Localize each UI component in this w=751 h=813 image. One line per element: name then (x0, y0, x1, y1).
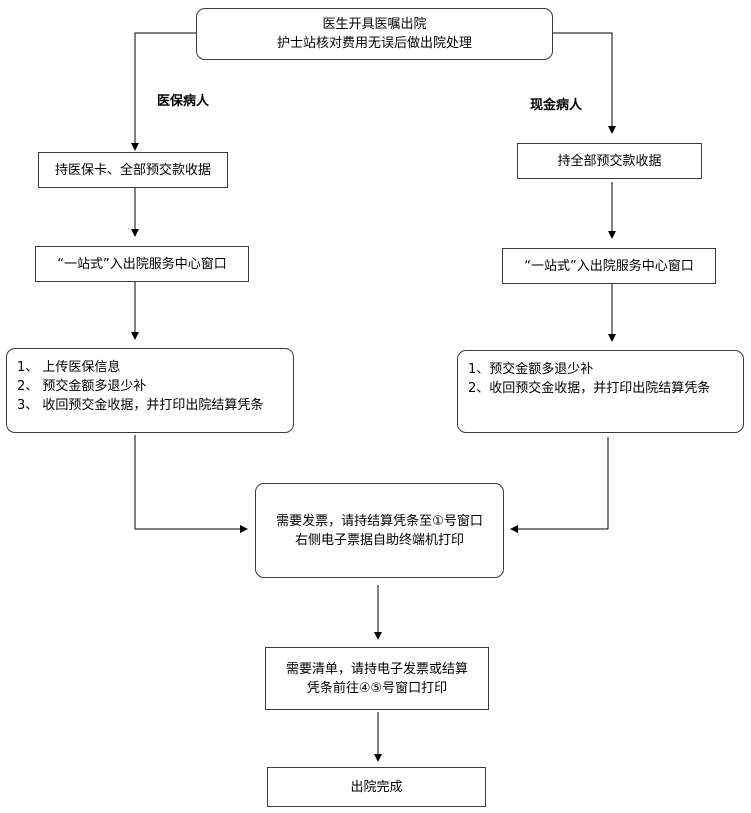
invoice-line1: 需要发票，请持结算凭条至①号窗口 (276, 513, 483, 529)
discharge-order-line2: 护士站核对费用无误后做出院处理 (276, 36, 472, 51)
insurance-window-box: “一站式”入出院服务中心窗口 (35, 246, 249, 282)
cash-step-1: 1、预交金额多退少补 (468, 362, 594, 377)
insurance-step-1: 1、 上传医保信息 (17, 360, 121, 375)
connector-top-to-insurance (131, 32, 196, 151)
invoice-line2: 右侧电子票据自助终端机打印 (294, 532, 464, 548)
discharge-complete-box: 出院完成 (267, 767, 486, 807)
discharge-complete-text: 出院完成 (350, 779, 403, 795)
cash-step-2: 2、收回预交金收据，并打印出院结算凭条 (468, 381, 711, 396)
insurance-window-text: “一站式”入出院服务中心窗口 (57, 256, 227, 272)
insurance-patient-label: 医保病人 (157, 94, 210, 109)
billing-list-line2: 凭条前往④⑤号窗口打印 (306, 680, 448, 696)
cash-steps-box: 1、预交金额多退少补 2、收回预交金收据，并打印出院结算凭条 (457, 350, 744, 433)
billing-list-line1: 需要清单，请持电子发票或结算 (285, 661, 468, 677)
discharge-order-box: 医生开具医嘱出院 护士站核对费用无误后做出院处理 (196, 8, 553, 60)
cash-receipt-box: 持全部预交款收据 (517, 143, 702, 179)
connector-top-to-cash (553, 32, 616, 134)
cash-patient-label: 现金病人 (530, 98, 583, 113)
discharge-order-line1: 医生开具医嘱出院 (322, 17, 427, 32)
insurance-step-3: 3、 收回预交金收据，并打印出院结算凭条 (17, 398, 264, 413)
connector-right-steps-to-invoice (510, 437, 609, 533)
insurance-steps-box: 1、 上传医保信息 2、 预交金额多退少补 3、 收回预交金收据，并打印出院结算… (6, 348, 294, 433)
insurance-receipt-box: 持医保卡、全部预交款收据 (38, 152, 228, 188)
cash-window-text: “一站式”入出院服务中心窗口 (524, 258, 694, 274)
insurance-receipt-text: 持医保卡、全部预交款收据 (54, 162, 211, 178)
billing-list-box: 需要清单，请持电子发票或结算 凭条前往④⑤号窗口打印 (265, 647, 489, 710)
invoice-box: 需要发票，请持结算凭条至①号窗口 右侧电子票据自助终端机打印 (255, 483, 504, 578)
cash-window-box: “一站式”入出院服务中心窗口 (502, 248, 716, 284)
cash-receipt-text: 持全部预交款收据 (557, 153, 662, 169)
insurance-step-2: 2、 预交金额多退少补 (17, 379, 147, 394)
connector-left-steps-to-invoice (134, 435, 248, 533)
